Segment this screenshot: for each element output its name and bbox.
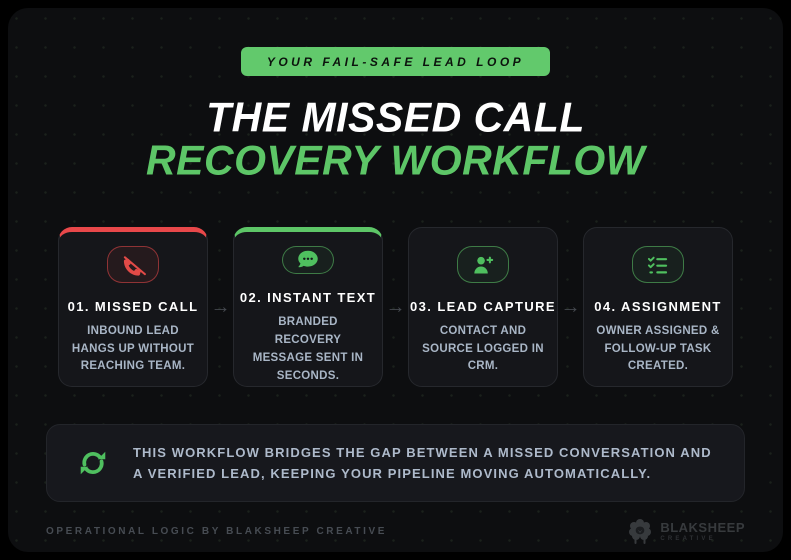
- title-line-2: RECOVERY WORKFLOW: [146, 136, 645, 184]
- step-title: 04. ASSIGNMENT: [594, 298, 722, 314]
- summary-callout: THIS WORKFLOW BRIDGES THE GAP BETWEEN A …: [46, 424, 745, 503]
- step-description: OWNER ASSIGNED & FOLLOW-UP TASK CREATED.: [596, 324, 720, 373]
- user-plus-icon: [457, 246, 509, 283]
- step-card-instant-text: 02. INSTANT TEXT BRANDED RECOVERY MESSAG…: [233, 227, 383, 388]
- title-line-1: THE MISSED CALL: [206, 93, 585, 141]
- footer-credit: OPERATIONAL LOGIC BY BLAKSHEEP CREATIVE: [46, 525, 388, 537]
- step-card-missed-call: 01. MISSED CALL INBOUND LEAD HANGS UP WI…: [58, 227, 208, 388]
- step-card-lead-capture: 03. LEAD CAPTURE CONTACT AND SOURCE LOGG…: [408, 227, 558, 388]
- step-card-assignment: 04. ASSIGNMENT OWNER ASSIGNED & FOLLOW-U…: [583, 227, 733, 388]
- step-description: BRANDED RECOVERY MESSAGE SENT IN SECONDS…: [252, 316, 364, 382]
- brand-subtitle: CREATIVE: [660, 535, 716, 542]
- comment-dots-icon: [282, 246, 334, 275]
- sync-icon: [77, 447, 109, 479]
- brand-name: BLAKSHEEP: [660, 519, 745, 535]
- workflow-steps-row: 01. MISSED CALL INBOUND LEAD HANGS UP WI…: [58, 227, 733, 388]
- sheep-logo-icon: [626, 516, 654, 546]
- infographic-canvas: YOUR FAIL-SAFE LEAD LOOP THE MISSED CALL…: [8, 8, 783, 552]
- page-title: THE MISSED CALL RECOVERY WORKFLOW: [146, 93, 645, 184]
- step-title: 03. LEAD CAPTURE: [410, 298, 556, 314]
- flow-arrow-icon: →: [560, 295, 581, 318]
- flow-arrow-icon: →: [210, 295, 231, 318]
- brand-text: BLAKSHEEP CREATIVE: [660, 521, 745, 542]
- flow-arrow-icon: →: [385, 295, 406, 318]
- brand-logo: BLAKSHEEP CREATIVE: [626, 516, 745, 546]
- phone-slash-icon: [107, 246, 159, 283]
- step-title: 01. MISSED CALL: [67, 298, 199, 314]
- step-description: INBOUND LEAD HANGS UP WITHOUT REACHING T…: [71, 324, 195, 373]
- top-badge: YOUR FAIL-SAFE LEAD LOOP: [240, 47, 551, 76]
- step-description: CONTACT AND SOURCE LOGGED IN CRM.: [422, 324, 544, 373]
- step-title: 02. INSTANT TEXT: [239, 290, 377, 306]
- summary-text: THIS WORKFLOW BRIDGES THE GAP BETWEEN A …: [133, 444, 712, 482]
- list-check-icon: [632, 246, 684, 283]
- footer: OPERATIONAL LOGIC BY BLAKSHEEP CREATIVE: [46, 516, 745, 546]
